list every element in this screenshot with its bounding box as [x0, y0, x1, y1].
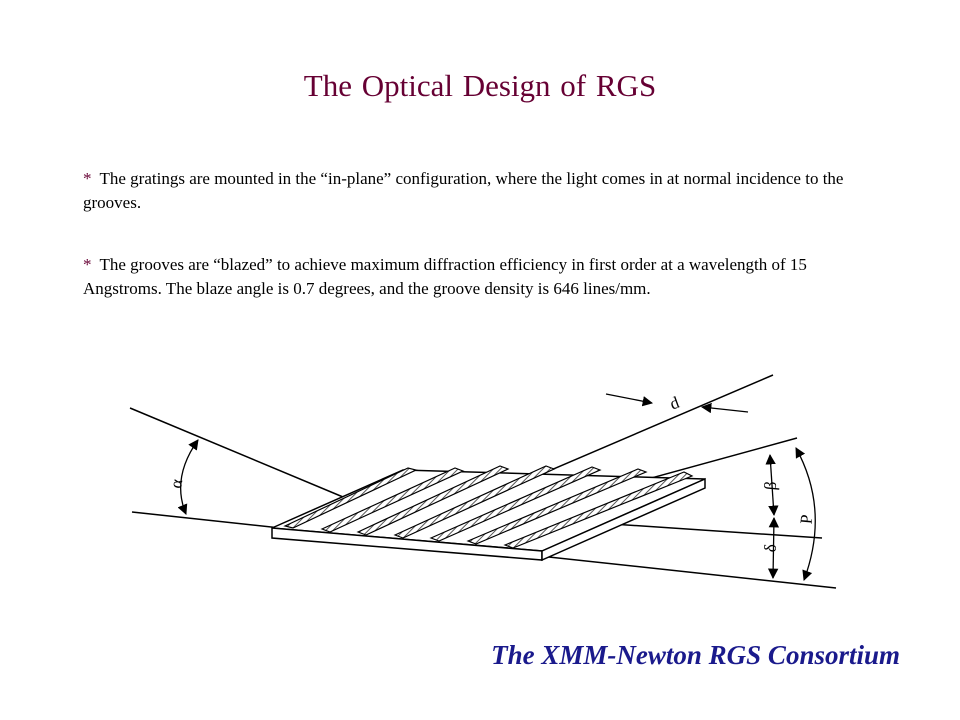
spacing-arrow-left	[605, 393, 654, 407]
exit-angle-arrow	[765, 453, 779, 517]
groove	[283, 467, 418, 529]
groove	[429, 466, 602, 542]
grooves	[283, 465, 694, 549]
bullet-marker: *	[83, 169, 92, 188]
grating-plate-side	[541, 477, 706, 562]
bullet-text: The gratings are mounted in the “in-plan…	[83, 169, 844, 212]
bullet-item-2: *The grooves are “blazed” to achieve max…	[83, 253, 883, 301]
spacing-arrow-right	[700, 402, 749, 414]
label-incidence-angle: α	[166, 477, 186, 489]
incidence-angle-arc	[177, 439, 199, 515]
incident-ray	[129, 407, 356, 503]
blaze-angle-arrow	[767, 516, 780, 580]
groove	[466, 468, 648, 545]
label-total-angle: P	[797, 514, 817, 525]
footer-consortium: The XMM-Newton RGS Consortium	[491, 640, 900, 670]
label-blaze-angle: δ	[761, 543, 781, 553]
groove	[393, 465, 556, 539]
total-angle-arc	[795, 447, 816, 581]
label-groove-spacing: d	[667, 393, 682, 414]
bullet-text: The grooves are “blazed” to achieve maxi…	[83, 255, 807, 298]
groove	[503, 471, 694, 549]
groove	[356, 465, 510, 536]
bullet-marker: *	[83, 255, 92, 274]
label-exit-angle: β	[761, 481, 781, 491]
groove	[320, 467, 465, 533]
page-title: The Optical Design of RGS	[303, 68, 657, 103]
bullet-item-1: *The gratings are mounted in the “in-pla…	[83, 167, 883, 215]
